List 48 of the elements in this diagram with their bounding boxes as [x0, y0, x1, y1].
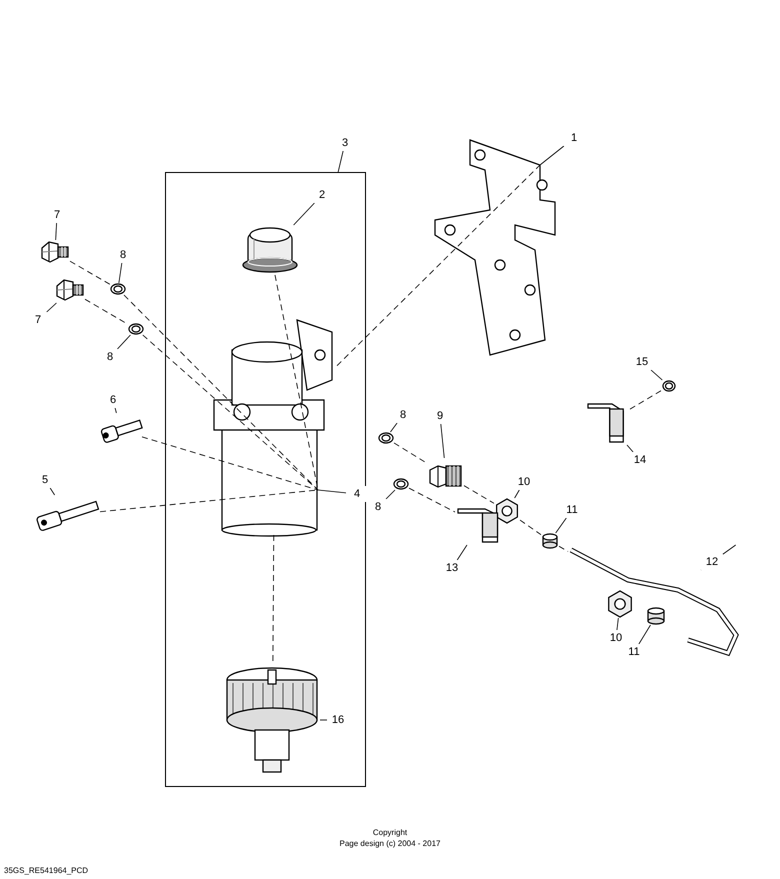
center-line [408, 488, 456, 512]
sleeve-drawing [646, 607, 666, 625]
leader-line [50, 488, 56, 496]
center-line [124, 294, 318, 490]
center-line [336, 164, 540, 366]
nut-drawing [606, 590, 634, 618]
leader-line [555, 518, 567, 534]
leader-line [46, 302, 57, 312]
leader-line [616, 618, 619, 630]
leader-line [117, 334, 131, 350]
leader-line [386, 490, 396, 500]
center-line [70, 260, 110, 285]
sleeve-drawing [541, 533, 559, 549]
plug-drawing [40, 240, 70, 265]
leader-line [514, 490, 520, 498]
sediment-bowl-drawing [225, 665, 320, 775]
leader-line [456, 544, 468, 560]
center-line [142, 334, 318, 490]
filter-cap-drawing [240, 225, 300, 275]
leader-line [650, 370, 663, 380]
leader-line [293, 202, 315, 226]
leader-line [440, 424, 445, 458]
leader-line [55, 222, 57, 240]
nut-drawing [494, 498, 520, 524]
leader-line [118, 262, 122, 284]
copyright-note: Page design (c) 2004 - 2017 [340, 839, 440, 848]
leader-line [390, 422, 398, 432]
washer-drawing [378, 432, 394, 444]
leader-line [540, 146, 564, 166]
center-line [558, 546, 568, 552]
washer-drawing [393, 478, 409, 490]
center-line [520, 520, 542, 536]
drawing-number: 35GS_RE541964_PCD [4, 866, 88, 875]
washer-drawing [128, 323, 144, 335]
leader-line [114, 408, 117, 414]
leader-line [318, 490, 346, 494]
center-line [142, 436, 318, 490]
leader-line [638, 624, 651, 644]
callout-number: 4 [346, 486, 368, 502]
washer-drawing [662, 380, 676, 392]
leader-line [626, 444, 634, 452]
washer-drawing [110, 283, 126, 295]
center-line [630, 390, 662, 410]
center-line [464, 485, 494, 504]
frame-outline [165, 172, 366, 787]
plug-drawing [55, 278, 85, 303]
leader-line [338, 150, 344, 172]
copyright-note: Copyright [372, 828, 408, 837]
